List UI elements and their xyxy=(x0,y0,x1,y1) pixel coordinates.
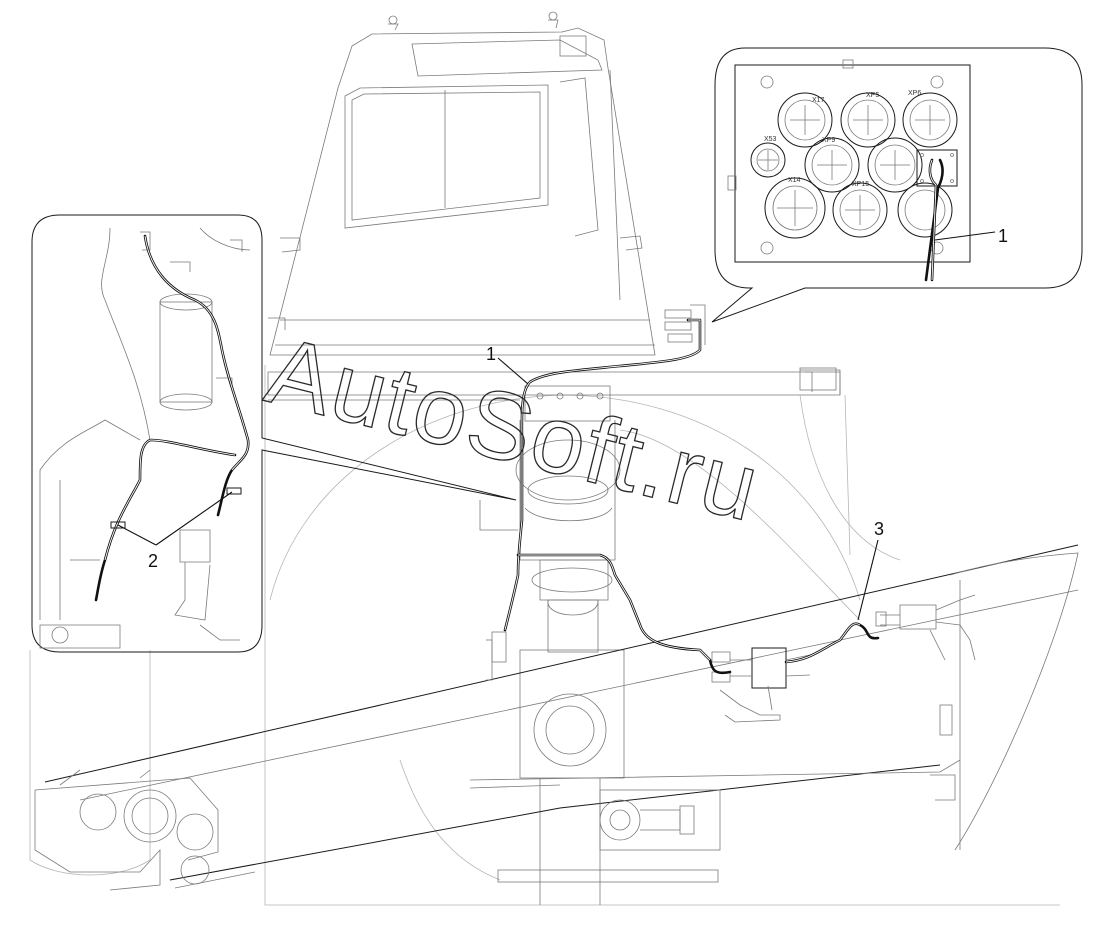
clamp-upper xyxy=(226,487,242,495)
main-harness xyxy=(486,304,880,681)
boom-connectors xyxy=(711,594,976,723)
callout-1-main: 1 xyxy=(486,344,496,364)
label-x14: X14 xyxy=(788,177,801,184)
label-xp9: XP9 xyxy=(822,137,835,144)
callout-3-branch: 3 xyxy=(874,519,884,539)
chassis-outline xyxy=(29,365,1060,906)
callout-2-clamps: 2 xyxy=(148,551,158,571)
label-x53: X53 xyxy=(764,136,777,143)
label-xp6: XP6 xyxy=(908,90,921,97)
label-x17: X17 xyxy=(812,97,825,104)
callouts: 1 1 2 3 xyxy=(117,226,1008,621)
callout-1-panel: 1 xyxy=(998,226,1008,246)
clamp-lower xyxy=(110,521,126,529)
center-column xyxy=(479,385,719,905)
label-xp15: XP15 xyxy=(852,181,869,188)
connector-sockets xyxy=(750,92,958,239)
operator-cab xyxy=(268,11,656,356)
harness-detail-inset xyxy=(31,214,517,653)
label-xp5: XP5 xyxy=(866,92,879,99)
boom-frame xyxy=(34,544,1079,891)
watermark-text: AutoSoft.ru xyxy=(257,317,770,542)
connector-panel-detail: X17 XP5 XP6 X53 XP9 XP15 X14 xyxy=(711,47,1083,323)
